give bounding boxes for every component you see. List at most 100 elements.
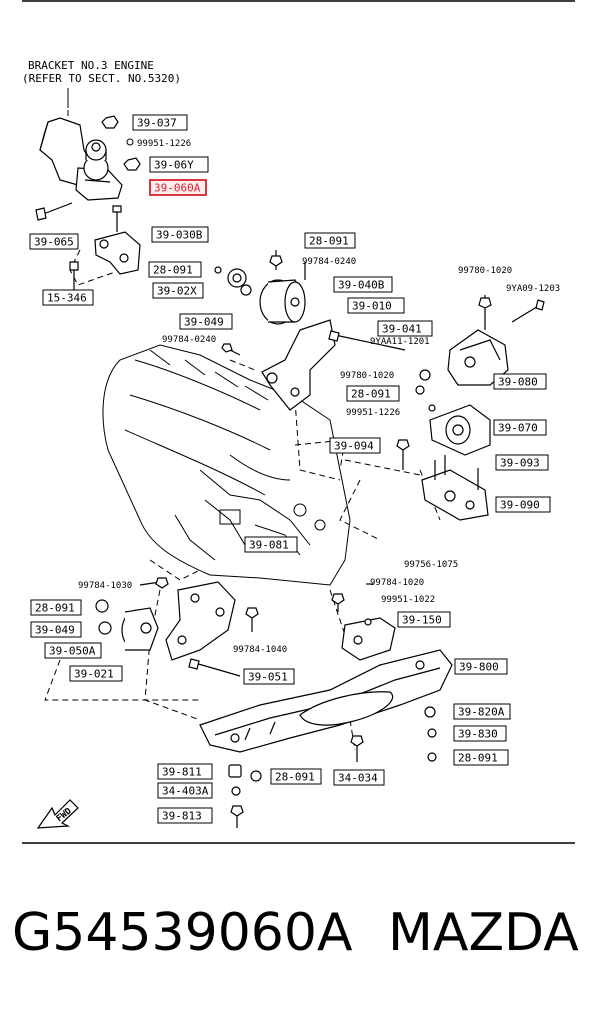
part-box-28-091[interactable]: 28-091 — [304, 232, 356, 249]
part-box-39-051[interactable]: 39-051 — [243, 668, 295, 685]
part-box-39-094[interactable]: 39-094 — [329, 437, 381, 454]
part-box-code: 28-091 — [153, 264, 193, 277]
part-box-code: 39-060A — [154, 182, 201, 195]
part-box-code: 39-040B — [338, 279, 385, 292]
part-box-15-346[interactable]: 15-346 — [42, 289, 94, 306]
hardware-label: 99784-0240 — [162, 335, 216, 345]
part-box-code: 39-094 — [334, 440, 374, 453]
part-box-39-02x[interactable]: 39-02X — [152, 282, 204, 299]
hardware-label: 9YA09-1203 — [506, 284, 560, 294]
part-box-frame — [30, 621, 82, 638]
part-box-39-800[interactable]: 39-800 — [454, 658, 508, 675]
part-box-code: 39-021 — [74, 668, 114, 681]
hardware-label: 99784-1030 — [78, 581, 132, 591]
nut-39-06Y — [123, 157, 141, 171]
lower-hardware — [228, 764, 262, 828]
part-box-39-081[interactable]: 39-081 — [244, 536, 298, 553]
part-box-39-065[interactable]: 39-065 — [29, 233, 79, 250]
part-box-39-813[interactable]: 39-813 — [157, 807, 213, 824]
part-box-39-037[interactable]: 39-037 — [132, 114, 188, 131]
hardware-label: 99951-1226 — [137, 139, 191, 149]
part-number-boxes: 39-037 39-06Y 39-060A 39-065 39-030B 15-346 28… — [29, 114, 551, 824]
fwd-arrow: FWD — [36, 799, 79, 829]
part-box-frame — [157, 807, 213, 824]
mount-39-070 — [428, 404, 491, 456]
part-box-frame — [329, 437, 381, 454]
part-box-39-050a[interactable]: 39-050A — [44, 642, 102, 659]
part-box-frame — [29, 233, 79, 250]
part-box-code: 39-813 — [162, 810, 202, 823]
footer-part-number: G54539060A — [12, 903, 353, 963]
part-box-frame — [346, 385, 400, 402]
part-box-code: 28-091 — [309, 235, 349, 248]
part-box-frame — [377, 320, 433, 337]
part-box-code: 28-091 — [458, 752, 498, 765]
hardware-label: 99784-1040 — [233, 645, 287, 655]
part-box-28-091[interactable]: 28-091 — [148, 261, 202, 278]
bolt-15-346 — [69, 261, 79, 290]
part-box-39-021[interactable]: 39-021 — [69, 665, 123, 682]
header-note-line2: (REFER TO SECT. NO.5320) — [22, 72, 181, 85]
part-box-frame — [69, 665, 123, 682]
part-box-39-090[interactable]: 39-090 — [495, 496, 551, 513]
part-box-code: 39-051 — [248, 671, 288, 684]
part-box-frame — [453, 725, 507, 742]
part-box-code: 34-403A — [162, 785, 209, 798]
part-box-frame — [495, 496, 551, 513]
part-box-frame — [149, 156, 209, 173]
hardware-label: 99784-0240 — [302, 257, 356, 267]
part-box-34-403a[interactable]: 34-403A — [157, 782, 213, 799]
hardware-label: 99784-1020 — [370, 578, 424, 588]
part-box-frame — [42, 289, 94, 306]
part-box-39-080[interactable]: 39-080 — [493, 373, 547, 390]
part-box-frame — [243, 668, 295, 685]
part-box-frame — [148, 261, 202, 278]
hardware-labels: 99951-1226 99784-0240 99780-1020 9YA09-1203… — [78, 139, 560, 655]
part-box-code: 39-06Y — [154, 159, 194, 172]
part-box-frame — [453, 749, 509, 766]
part-box-frame — [151, 226, 209, 243]
engine-mount-diagram: BRACKET NO.3 ENGINE (REFER TO SECT. NO.5… — [22, 0, 575, 844]
part-box-39-070[interactable]: 39-070 — [493, 419, 547, 436]
part-box-code: 39-049 — [35, 624, 75, 637]
part-box-code: 39-080 — [498, 376, 538, 389]
part-box-39-030b[interactable]: 39-030B — [151, 226, 209, 243]
part-box-28-091[interactable]: 28-091 — [30, 599, 82, 616]
part-box-frame — [30, 599, 82, 616]
part-box-code: 39-049 — [184, 316, 224, 329]
part-box-frame — [304, 232, 356, 249]
part-box-28-091[interactable]: 28-091 — [453, 749, 509, 766]
part-box-28-091[interactable]: 28-091 — [346, 385, 400, 402]
part-box-39-820a[interactable]: 39-820A — [453, 703, 511, 720]
part-box-39-811[interactable]: 39-811 — [157, 763, 213, 780]
part-box-frame — [333, 276, 393, 293]
part-box-frame — [179, 313, 233, 330]
part-box-code: 39-800 — [459, 661, 499, 674]
part-box-28-091[interactable]: 28-091 — [270, 768, 322, 785]
part-box-39-010[interactable]: 39-010 — [347, 297, 405, 314]
part-box-39-06y[interactable]: 39-06Y — [149, 156, 209, 173]
part-box-code: 15-346 — [47, 292, 87, 305]
part-box-39-150[interactable]: 39-150 — [397, 611, 451, 628]
part-box-39-049[interactable]: 39-049 — [30, 621, 82, 638]
header-note-line1: BRACKET NO.3 ENGINE — [28, 59, 154, 72]
part-box-frame — [453, 703, 511, 720]
part-box-frame — [152, 282, 204, 299]
hardware-label: 99780-1020 — [458, 266, 512, 276]
part-box-frame — [44, 642, 102, 659]
part-box-frame — [157, 782, 213, 799]
bolt-39-051 — [188, 658, 241, 677]
part-box-frame — [132, 114, 188, 131]
part-box-39-060a[interactable]: 39-060A — [149, 179, 207, 196]
bracket-39-150 — [331, 583, 396, 661]
part-box-39-093[interactable]: 39-093 — [495, 454, 549, 471]
part-box-code: 39-090 — [500, 499, 540, 512]
part-box-39-041[interactable]: 39-041 — [377, 320, 433, 337]
part-box-39-830[interactable]: 39-830 — [453, 725, 507, 742]
part-box-34-034[interactable]: 34-034 — [333, 769, 385, 786]
part-box-code: 34-034 — [338, 772, 378, 785]
part-box-code: 39-050A — [49, 645, 96, 658]
part-box-39-049[interactable]: 39-049 — [179, 313, 233, 330]
mount-39-040B — [214, 250, 306, 325]
part-box-39-040b[interactable]: 39-040B — [333, 276, 393, 293]
